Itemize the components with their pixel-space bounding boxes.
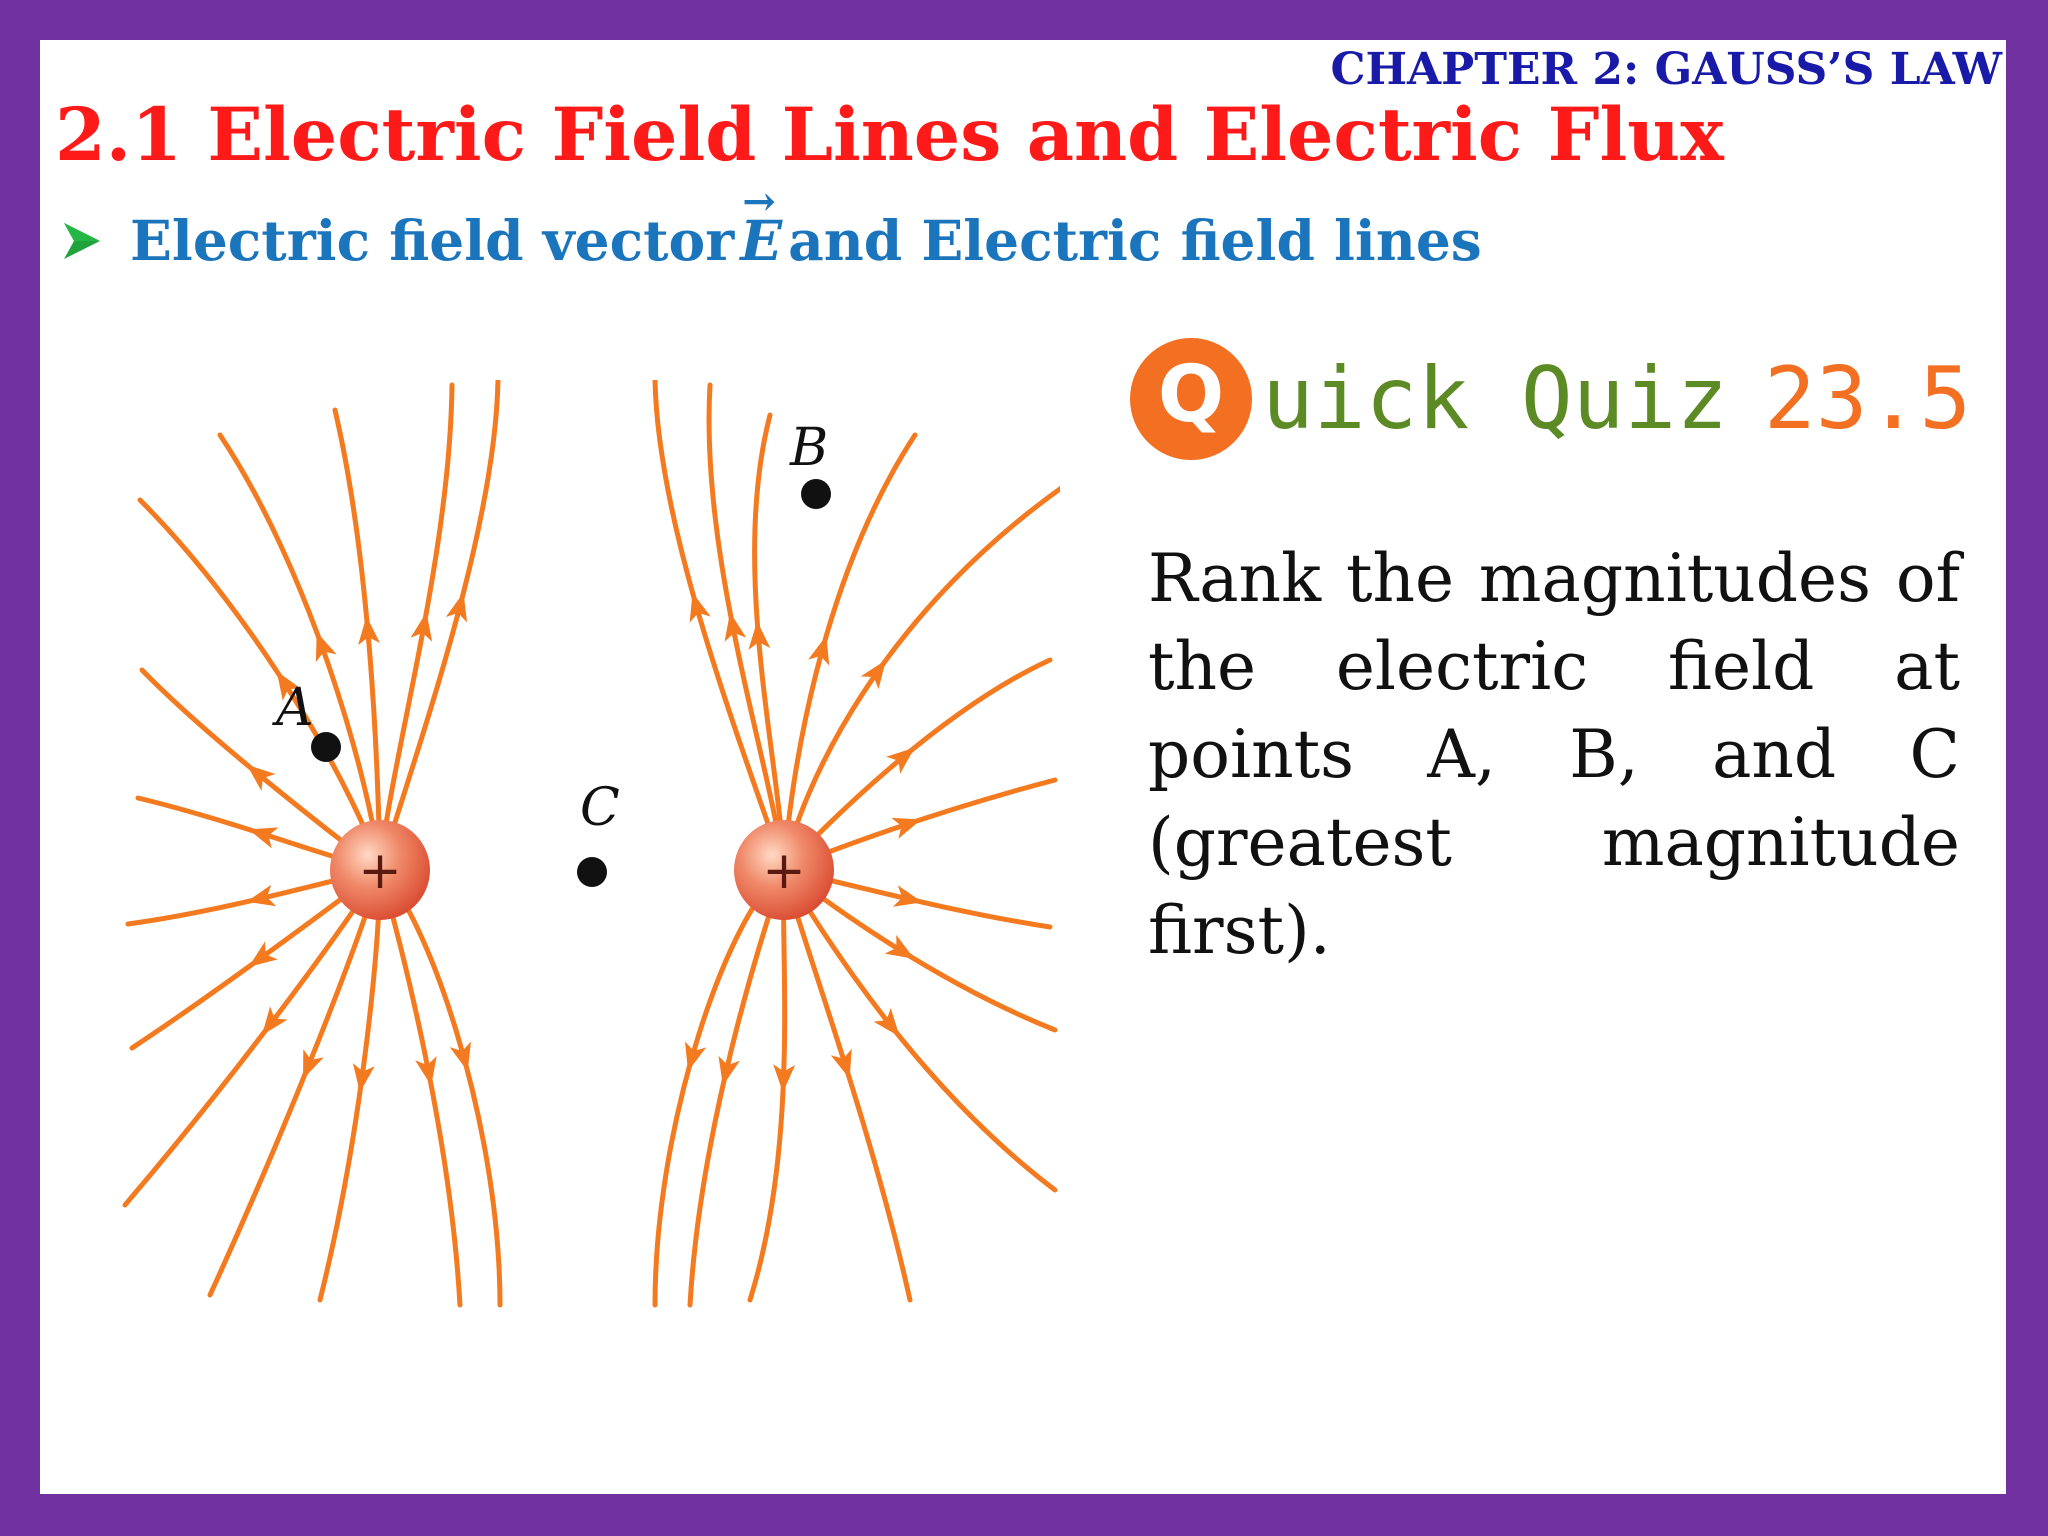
subtitle-text-after: and Electric field lines <box>788 208 1482 273</box>
point-a-label: A <box>272 678 314 738</box>
subtitle-text-before: Electric field vector <box>130 208 735 273</box>
field-arrowhead <box>246 884 277 907</box>
bullet-arrow-icon <box>64 222 100 259</box>
field-arrowhead <box>315 631 337 662</box>
field-arrowhead <box>248 827 279 849</box>
field-line <box>781 485 1060 873</box>
field-arrowhead <box>718 1055 740 1086</box>
quiz-badge-letter: Q <box>1157 350 1225 440</box>
point-a-dot <box>311 732 341 762</box>
field-arrowhead <box>248 941 278 967</box>
field-arrowhead <box>748 621 771 650</box>
quiz-q-badge-icon: Q <box>1130 338 1252 460</box>
positive-charge-left: + <box>330 820 430 920</box>
point-b-label: B <box>789 418 828 478</box>
slide-title: 2.1 Electric Field Lines and Electric Fl… <box>55 92 1724 178</box>
vector-e-letter: E <box>740 208 783 273</box>
field-line <box>377 382 455 873</box>
positive-charge-right: + <box>734 820 834 920</box>
charge-sign-left: + <box>358 841 402 901</box>
field-arrowhead <box>773 1064 796 1093</box>
vector-arrow-mark: → <box>742 178 776 225</box>
field-arrowhead <box>261 1006 288 1036</box>
point-c-label: C <box>580 778 620 838</box>
vector-e-symbol: → E <box>740 182 783 274</box>
quiz-word: uick Quiz <box>1262 349 1728 449</box>
field-arrowhead <box>689 592 711 623</box>
field-arrowhead <box>808 635 830 666</box>
field-arrowhead <box>352 1063 375 1093</box>
field-arrowhead <box>886 747 915 774</box>
field-arrowhead <box>873 1007 900 1037</box>
field-arrowhead <box>303 1049 324 1080</box>
field-lines-diagram: + + A B C <box>122 380 1060 1308</box>
field-arrowhead <box>246 764 276 792</box>
field-arrowhead <box>358 616 380 646</box>
field-arrowhead <box>410 612 433 642</box>
field-arrowhead <box>415 1056 437 1086</box>
chapter-heading: CHAPTER 2: GAUSS’S LAW <box>1330 44 2002 95</box>
field-line <box>652 380 787 873</box>
field-arrowhead <box>449 1041 471 1072</box>
point-c-dot <box>577 857 607 887</box>
point-b-dot <box>801 479 831 509</box>
charge-sign-right: + <box>762 841 806 901</box>
slide: CHAPTER 2: GAUSS’S LAW 2.1 Electric Fiel… <box>40 40 2006 1494</box>
field-arrowhead <box>276 671 302 701</box>
field-line <box>747 867 788 1303</box>
field-arrowhead <box>891 817 922 839</box>
quick-quiz-header: Q uick Quiz 23.5 <box>1130 338 1971 460</box>
field-arrowhead <box>884 934 915 959</box>
field-line <box>781 867 913 1303</box>
field-line <box>706 382 787 873</box>
field-arrowhead <box>684 1041 707 1072</box>
bullet-subtitle: Electric field vector → E and Electric f… <box>62 182 1482 274</box>
field-line <box>377 380 501 873</box>
field-arrowheads <box>246 592 923 1093</box>
field-arrowhead <box>860 660 886 690</box>
quiz-number: 23.5 <box>1764 349 1972 449</box>
field-line <box>317 867 383 1303</box>
quiz-question: Rank the magnitudes of the electric fiel… <box>1148 540 1960 969</box>
field-arrowhead <box>892 885 923 907</box>
field-arrowhead <box>445 592 468 623</box>
field-line <box>137 497 383 873</box>
field-arrowhead <box>830 1048 852 1079</box>
field-line <box>332 407 383 873</box>
field-arrowhead <box>724 612 747 642</box>
field-line <box>781 867 1058 1193</box>
